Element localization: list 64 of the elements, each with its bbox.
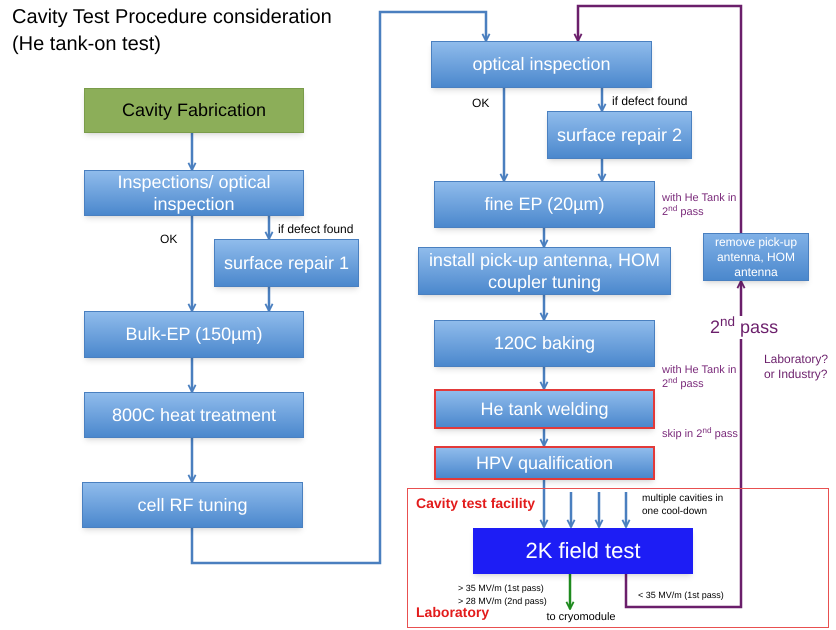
process-box <box>82 482 303 528</box>
box-text: surface repair 2 <box>556 124 682 146</box>
process-box <box>84 170 304 216</box>
arrow <box>598 159 606 182</box>
facility-location: Laboratory <box>416 604 490 622</box>
process-box <box>434 446 655 480</box>
box-text: 800C heat treatment <box>112 404 276 426</box>
note-text: > 35 MV/m (1st pass) <box>458 583 545 594</box>
arrow <box>264 287 274 312</box>
note-text: < 35 MV/m (1st pass) <box>638 590 725 602</box>
facility-title: Cavity test facility <box>416 494 536 513</box>
box-text: 2K field test <box>526 537 640 565</box>
box-text: Inspections/ optical inspection <box>116 170 272 216</box>
edge-label: 2$^{nd}$ pass <box>708 316 780 338</box>
arrow <box>188 438 196 483</box>
process-box <box>703 233 809 281</box>
box-text: HPV qualification <box>476 452 614 474</box>
process-box <box>434 389 655 429</box>
note-text: multiple cavities in one cool-down <box>642 493 724 518</box>
process-box <box>434 320 655 367</box>
box-text: Cavity Fabrication <box>122 99 266 122</box>
note-text: skip in 2$^{nd}$ pass <box>662 428 739 442</box>
box-text: surface repair 1 <box>224 252 350 274</box>
box-text: to cryomodule <box>546 611 616 625</box>
arrow <box>500 88 508 182</box>
process-box <box>84 311 304 358</box>
arrow <box>540 295 548 321</box>
box-text: Bulk-EP (150µm) <box>125 323 263 346</box>
process-box <box>434 181 655 228</box>
note-text: Laboratory? or Industry? <box>764 352 830 382</box>
process-box <box>547 111 692 159</box>
test-box <box>473 528 693 574</box>
arrow <box>540 228 548 248</box>
note-text: > 28 MV/m (2nd pass) <box>458 596 548 606</box>
arrow <box>598 88 606 112</box>
process-box <box>84 392 304 438</box>
arrow <box>188 216 196 312</box>
box-text: install pick-up antenna, HOM coupler tuning <box>428 248 662 294</box>
arrow <box>188 358 196 393</box>
arrow <box>264 216 274 240</box>
box-text: cell RF tuning <box>137 494 248 516</box>
arrow <box>574 4 742 233</box>
box-text: He tank welding <box>480 398 609 420</box>
arrow <box>624 280 746 608</box>
arrow <box>594 492 604 528</box>
arrow <box>190 10 490 564</box>
arrow <box>540 429 548 447</box>
box-text: 120C baking <box>494 332 596 355</box>
arrow <box>540 480 548 528</box>
box-text: remove pick-up antenna, HOM antenna <box>714 234 798 280</box>
process-box <box>214 239 359 287</box>
arrow <box>566 573 574 610</box>
arrow <box>566 492 576 528</box>
arrow <box>622 492 630 528</box>
box-text: fine EP (20µm) <box>484 193 605 216</box>
note-text: with He Tank in 2$^{nd}$ pass <box>662 192 738 220</box>
arrow <box>540 367 548 390</box>
note-text: with He Tank in 2$^{nd}$ pass <box>662 364 738 392</box>
start-box <box>84 88 304 133</box>
title: Cavity Test Procedure consideration (He tank-on test) <box>12 5 333 57</box>
box-text: optical inspection <box>472 53 611 76</box>
process-box <box>431 41 652 88</box>
arrow <box>188 133 196 171</box>
facility-frame <box>407 488 829 628</box>
